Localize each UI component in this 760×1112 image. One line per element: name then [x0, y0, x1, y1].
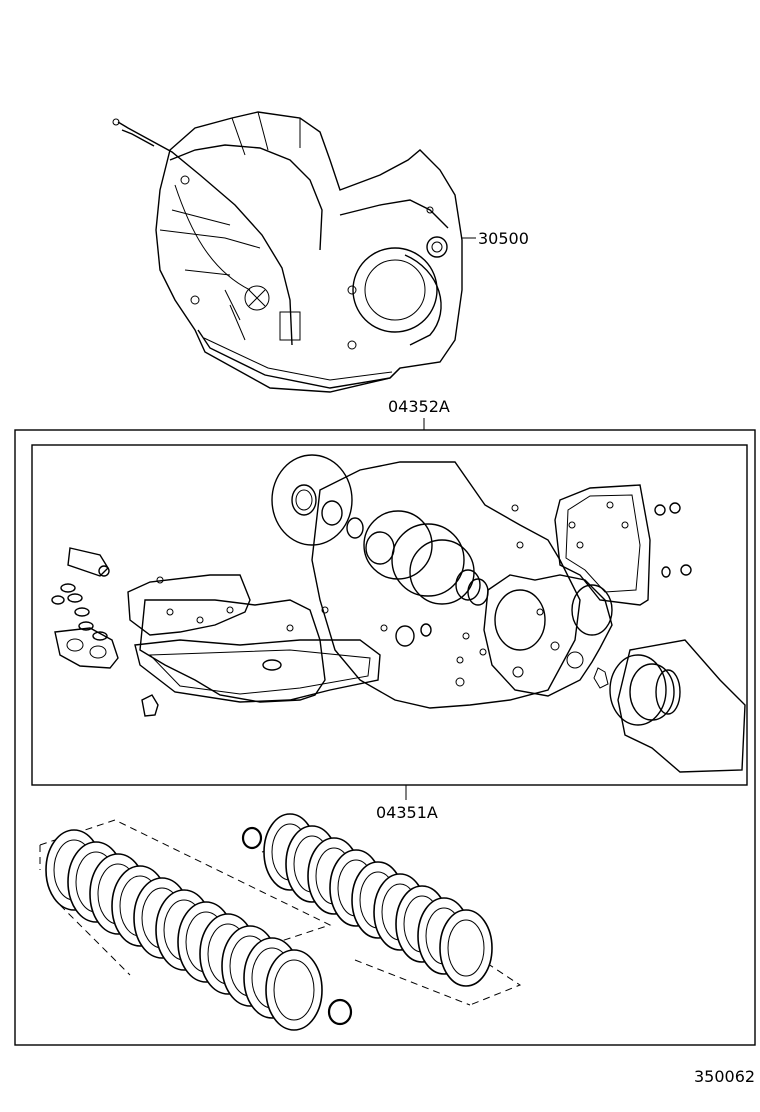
part-number-transaxle: 30500 — [478, 229, 529, 248]
clutch-disc-stack-left — [39, 819, 332, 1031]
part-number-gasket-kit: 04351A — [376, 803, 438, 822]
snap-ring-bottom — [327, 998, 353, 1026]
clutch-disc-stack-right — [261, 813, 522, 1006]
diagram-id: 350062 — [694, 1067, 755, 1086]
gasket-kit-parts — [51, 454, 746, 773]
gasket-kit-frame — [31, 444, 748, 786]
part-number-overhaul-kit: 04352A — [388, 397, 450, 416]
transaxle-assembly — [112, 111, 476, 393]
overhaul-kit-frame — [14, 429, 756, 1046]
snap-ring-top — [241, 826, 263, 850]
